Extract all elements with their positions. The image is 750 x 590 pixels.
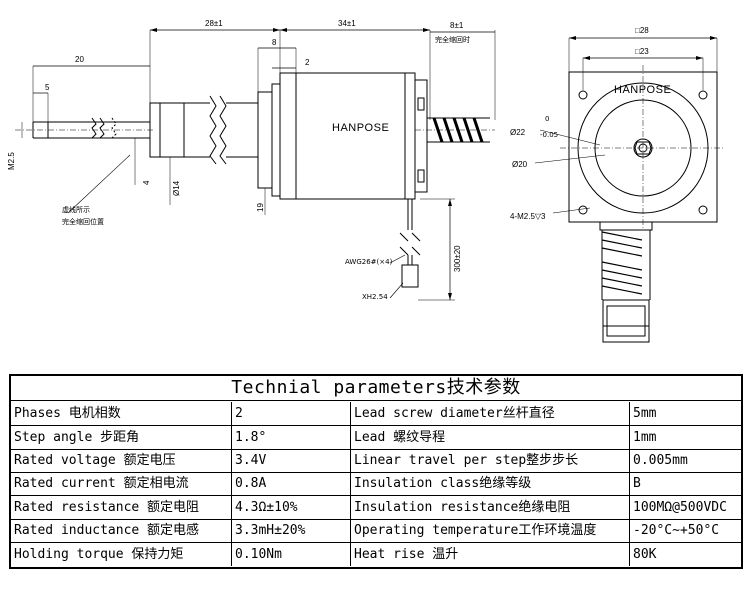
param-name: Phases 电机相数 <box>11 402 232 425</box>
brand-label-side: HANPOSE <box>332 122 389 134</box>
connector-side <box>401 264 419 288</box>
dim-square-28: □28 <box>635 26 649 35</box>
dim-300: 300±20 <box>453 245 462 272</box>
dim-5: 5 <box>45 83 50 92</box>
param-value: 1mm <box>633 430 657 445</box>
param-name: Holding torque 保持力矩 <box>11 543 232 566</box>
dim-square-23: □23 <box>635 47 649 56</box>
dim-phi22-upper: 0 <box>545 115 549 123</box>
brand-label-front: HANPOSE <box>614 84 671 96</box>
note-dashed-line2: 完全缩回位置 <box>62 217 104 226</box>
spec-table-title: Technial parameters技术参数 <box>11 376 741 401</box>
param-name: Rated inductance 额定电感 <box>11 519 232 542</box>
param-name: Insulation class绝缘等级 <box>351 472 630 495</box>
param-value: 1.8° <box>232 426 351 449</box>
param-name: Rated current 额定相电流 <box>11 472 232 495</box>
dim-28: 28±1 <box>205 19 223 28</box>
connector-spec: XH2.54 <box>362 293 388 301</box>
param-value: 5mm <box>633 406 657 421</box>
motor-body <box>279 72 416 200</box>
dim-34: 34±1 <box>338 19 356 28</box>
lead-screw <box>15 121 155 139</box>
mount-hole <box>698 90 708 100</box>
dim-note-retracted: 完全缩回时 <box>435 35 470 44</box>
param-value: -20°C~+50°C <box>633 523 720 538</box>
param-name: Rated resistance 额定电阻 <box>11 496 232 519</box>
param-name: Rated voltage 额定电压 <box>11 449 232 472</box>
dim-holes: 4-M2.5▽3 <box>510 212 546 221</box>
param-value: 0.8A <box>232 472 351 495</box>
param-name: Insulation resistance绝缘电阻 <box>351 496 630 519</box>
param-name: Lead screw diameter丝杆直径 <box>351 402 630 425</box>
mount-hole <box>578 90 588 100</box>
dim-19: 19 <box>256 203 265 212</box>
dim-8: 8 <box>272 38 277 47</box>
param-value: 0.005mm <box>633 453 688 468</box>
wire-spec: AWG26#(×4) <box>345 258 393 266</box>
dim-m25: M2.5 <box>7 152 16 170</box>
mount-hole <box>578 205 588 215</box>
param-value: 2 <box>232 402 351 425</box>
param-name: Heat rise 温升 <box>351 543 630 566</box>
param-name: Linear travel per step整步步长 <box>351 449 630 472</box>
note-dashed-line1: 虚线所示 <box>62 205 90 214</box>
mount-hole <box>698 205 708 215</box>
param-name: Operating temperature工作环境温度 <box>351 519 630 542</box>
param-value: 3.4V <box>232 449 351 472</box>
dim-phi22-lower: -0.05 <box>540 131 558 139</box>
dim-20: 20 <box>75 55 84 64</box>
param-name: Lead 螺纹导程 <box>351 426 630 449</box>
param-value: 4.3Ω±10% <box>232 496 351 519</box>
param-value: 3.3mH±20% <box>232 519 351 542</box>
dim-phi14: Ø14 <box>172 180 181 196</box>
param-value: B <box>633 476 641 491</box>
flange <box>257 91 273 189</box>
param-value: 100MΩ@500VDC <box>633 500 727 515</box>
param-name: Step angle 步距角 <box>11 426 232 449</box>
technical-drawing: HANPOSE HANPOSE 28±1 34±1 8±1 完全缩回时 8 2 … <box>7 19 725 343</box>
nut-body <box>149 102 185 158</box>
dim-phi22: Ø22 <box>510 128 526 137</box>
dim-2: 2 <box>305 58 310 67</box>
rear-screw <box>415 117 495 143</box>
dim-8-tol: 8±1 <box>450 21 464 30</box>
dim-4: 4 <box>142 180 151 185</box>
param-value: 80K <box>633 547 657 562</box>
param-value: 0.10Nm <box>232 543 351 566</box>
dim-phi20: Ø20 <box>512 160 528 169</box>
connector-front <box>602 299 650 343</box>
